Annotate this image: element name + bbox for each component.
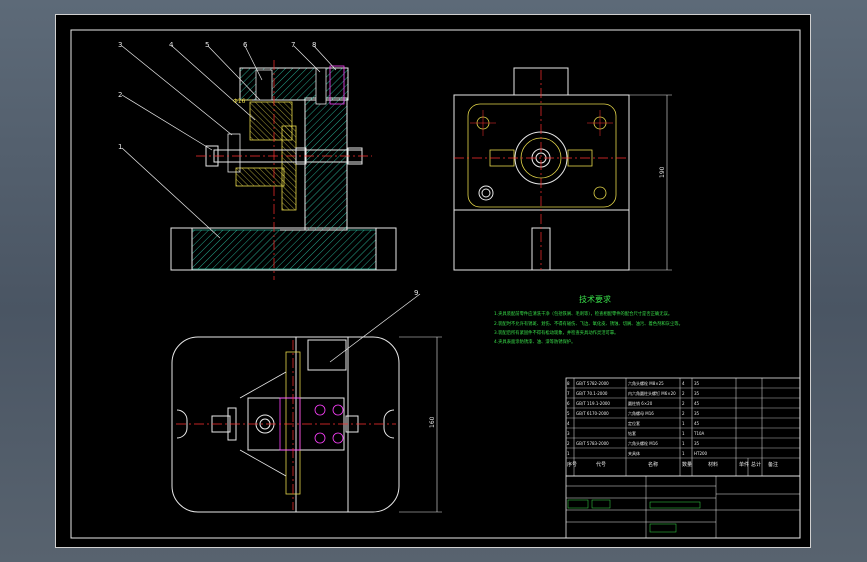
side-view	[453, 67, 672, 271]
balloon-8: 8	[312, 41, 316, 49]
bom-header-cell: 材料	[708, 461, 718, 468]
bom-cell: 35	[694, 441, 700, 446]
bom-cell: 内六角圆柱头螺钉 M6×20	[628, 390, 676, 396]
bom-cell: 45	[694, 401, 700, 406]
bom-cell: 六角头螺栓 M8×25	[628, 380, 664, 386]
front-section-view	[121, 45, 397, 280]
bill-of-materials	[565, 377, 801, 477]
bom-cell: 6	[567, 401, 570, 406]
tech-req-line-2: 2.装配时不允许有锈斑、划伤、不得有碰伤、飞边、氧化皮、锈蚀、切屑、油污、着色剂…	[494, 320, 683, 327]
bom-header-cell: 单件	[739, 461, 749, 468]
drawing-frame	[70, 29, 801, 539]
small-dimension: Φ16	[233, 98, 246, 105]
balloon-1: 1	[118, 143, 122, 151]
tech-req-line-3: 3.装配后所有紧固件不得有松动现象，并检查夹具动作灵活可靠。	[494, 329, 618, 336]
balloon-4: 4	[169, 41, 174, 49]
tech-req-line-4: 4.夹具表面涂防锈漆、油、漆等防锈保护。	[494, 338, 575, 345]
bom-cell: 圆柱销 6×20	[628, 400, 653, 406]
bom-cell: GB/T 119.1-2000	[576, 401, 610, 406]
bom-cell: 4	[567, 421, 570, 426]
bom-cell: 1	[682, 441, 685, 446]
bom-cell: 六角螺母 M16	[628, 410, 654, 416]
bom-header-cell: 数量	[682, 461, 692, 468]
bom-header-cell: 总计	[751, 461, 761, 468]
bom-cell: 3	[567, 431, 570, 436]
top-view-height-dim: 190	[659, 166, 666, 178]
bom-cell: 夹具体	[628, 450, 640, 456]
bom-cell: 钻套	[628, 430, 636, 436]
technical-requirements: 技术要求 1.夹具装配前零件应清洗干净（包括铁屑、毛刺等），检查相配零件的配合尺…	[494, 294, 683, 345]
balloon-9: 9	[414, 289, 418, 297]
bom-cell: GB/T 5783-2000	[576, 441, 609, 446]
bom-cell: 1	[682, 431, 685, 436]
plan-view	[171, 293, 442, 513]
bom-header-cell: 名称	[648, 461, 658, 468]
bom-cell: 1	[567, 451, 570, 456]
bom-cell: 2	[682, 411, 685, 416]
bom-cell: GB/T 6170-2000	[576, 411, 609, 416]
drawing-sheet	[55, 14, 811, 548]
bom-cell: 35	[694, 381, 700, 386]
bom-cell: GB/T 70.1-2000	[576, 391, 608, 396]
bom-cell: 定位套	[628, 420, 640, 426]
bom-cell: 35	[694, 411, 700, 416]
bom-cell: 2	[567, 441, 570, 446]
balloon-5: 5	[205, 41, 209, 49]
bom-cell: 六角头螺栓 M16	[628, 440, 658, 446]
tech-req-title: 技术要求	[579, 294, 611, 304]
bom-cell: HT200	[694, 451, 708, 456]
bom-cell: 45	[694, 421, 700, 426]
balloon-2: 2	[118, 91, 122, 99]
bom-cell: 1	[682, 421, 685, 426]
bom-header-cell: 代号	[596, 461, 606, 468]
title-block	[565, 475, 801, 539]
tech-req-line-1: 1.夹具装配前零件应清洗干净（包括铁屑、毛刺等），检查相配零件的配合尺寸是否正确…	[494, 310, 672, 317]
bom-cell: 35	[694, 391, 700, 396]
bom-cell: GB/T 5782-2000	[576, 381, 609, 386]
bom-cell: 1	[682, 451, 685, 456]
bom-cell: 2	[682, 401, 685, 406]
bom-cell: 4	[682, 381, 685, 386]
balloon-3: 3	[118, 41, 122, 49]
bom-header-cell: 备注	[768, 461, 778, 468]
bom-cell: 8	[567, 381, 570, 386]
balloon-6: 6	[243, 41, 248, 49]
bom-cell: 2	[682, 391, 685, 396]
balloon-7: 7	[291, 41, 295, 49]
bom-cell: 5	[567, 411, 570, 416]
bom-cell: 7	[567, 391, 570, 396]
bom-header-cell: 序号	[567, 461, 577, 468]
bom-cell: T10A	[693, 431, 705, 436]
bottom-view-height-dim: 160	[429, 416, 436, 428]
